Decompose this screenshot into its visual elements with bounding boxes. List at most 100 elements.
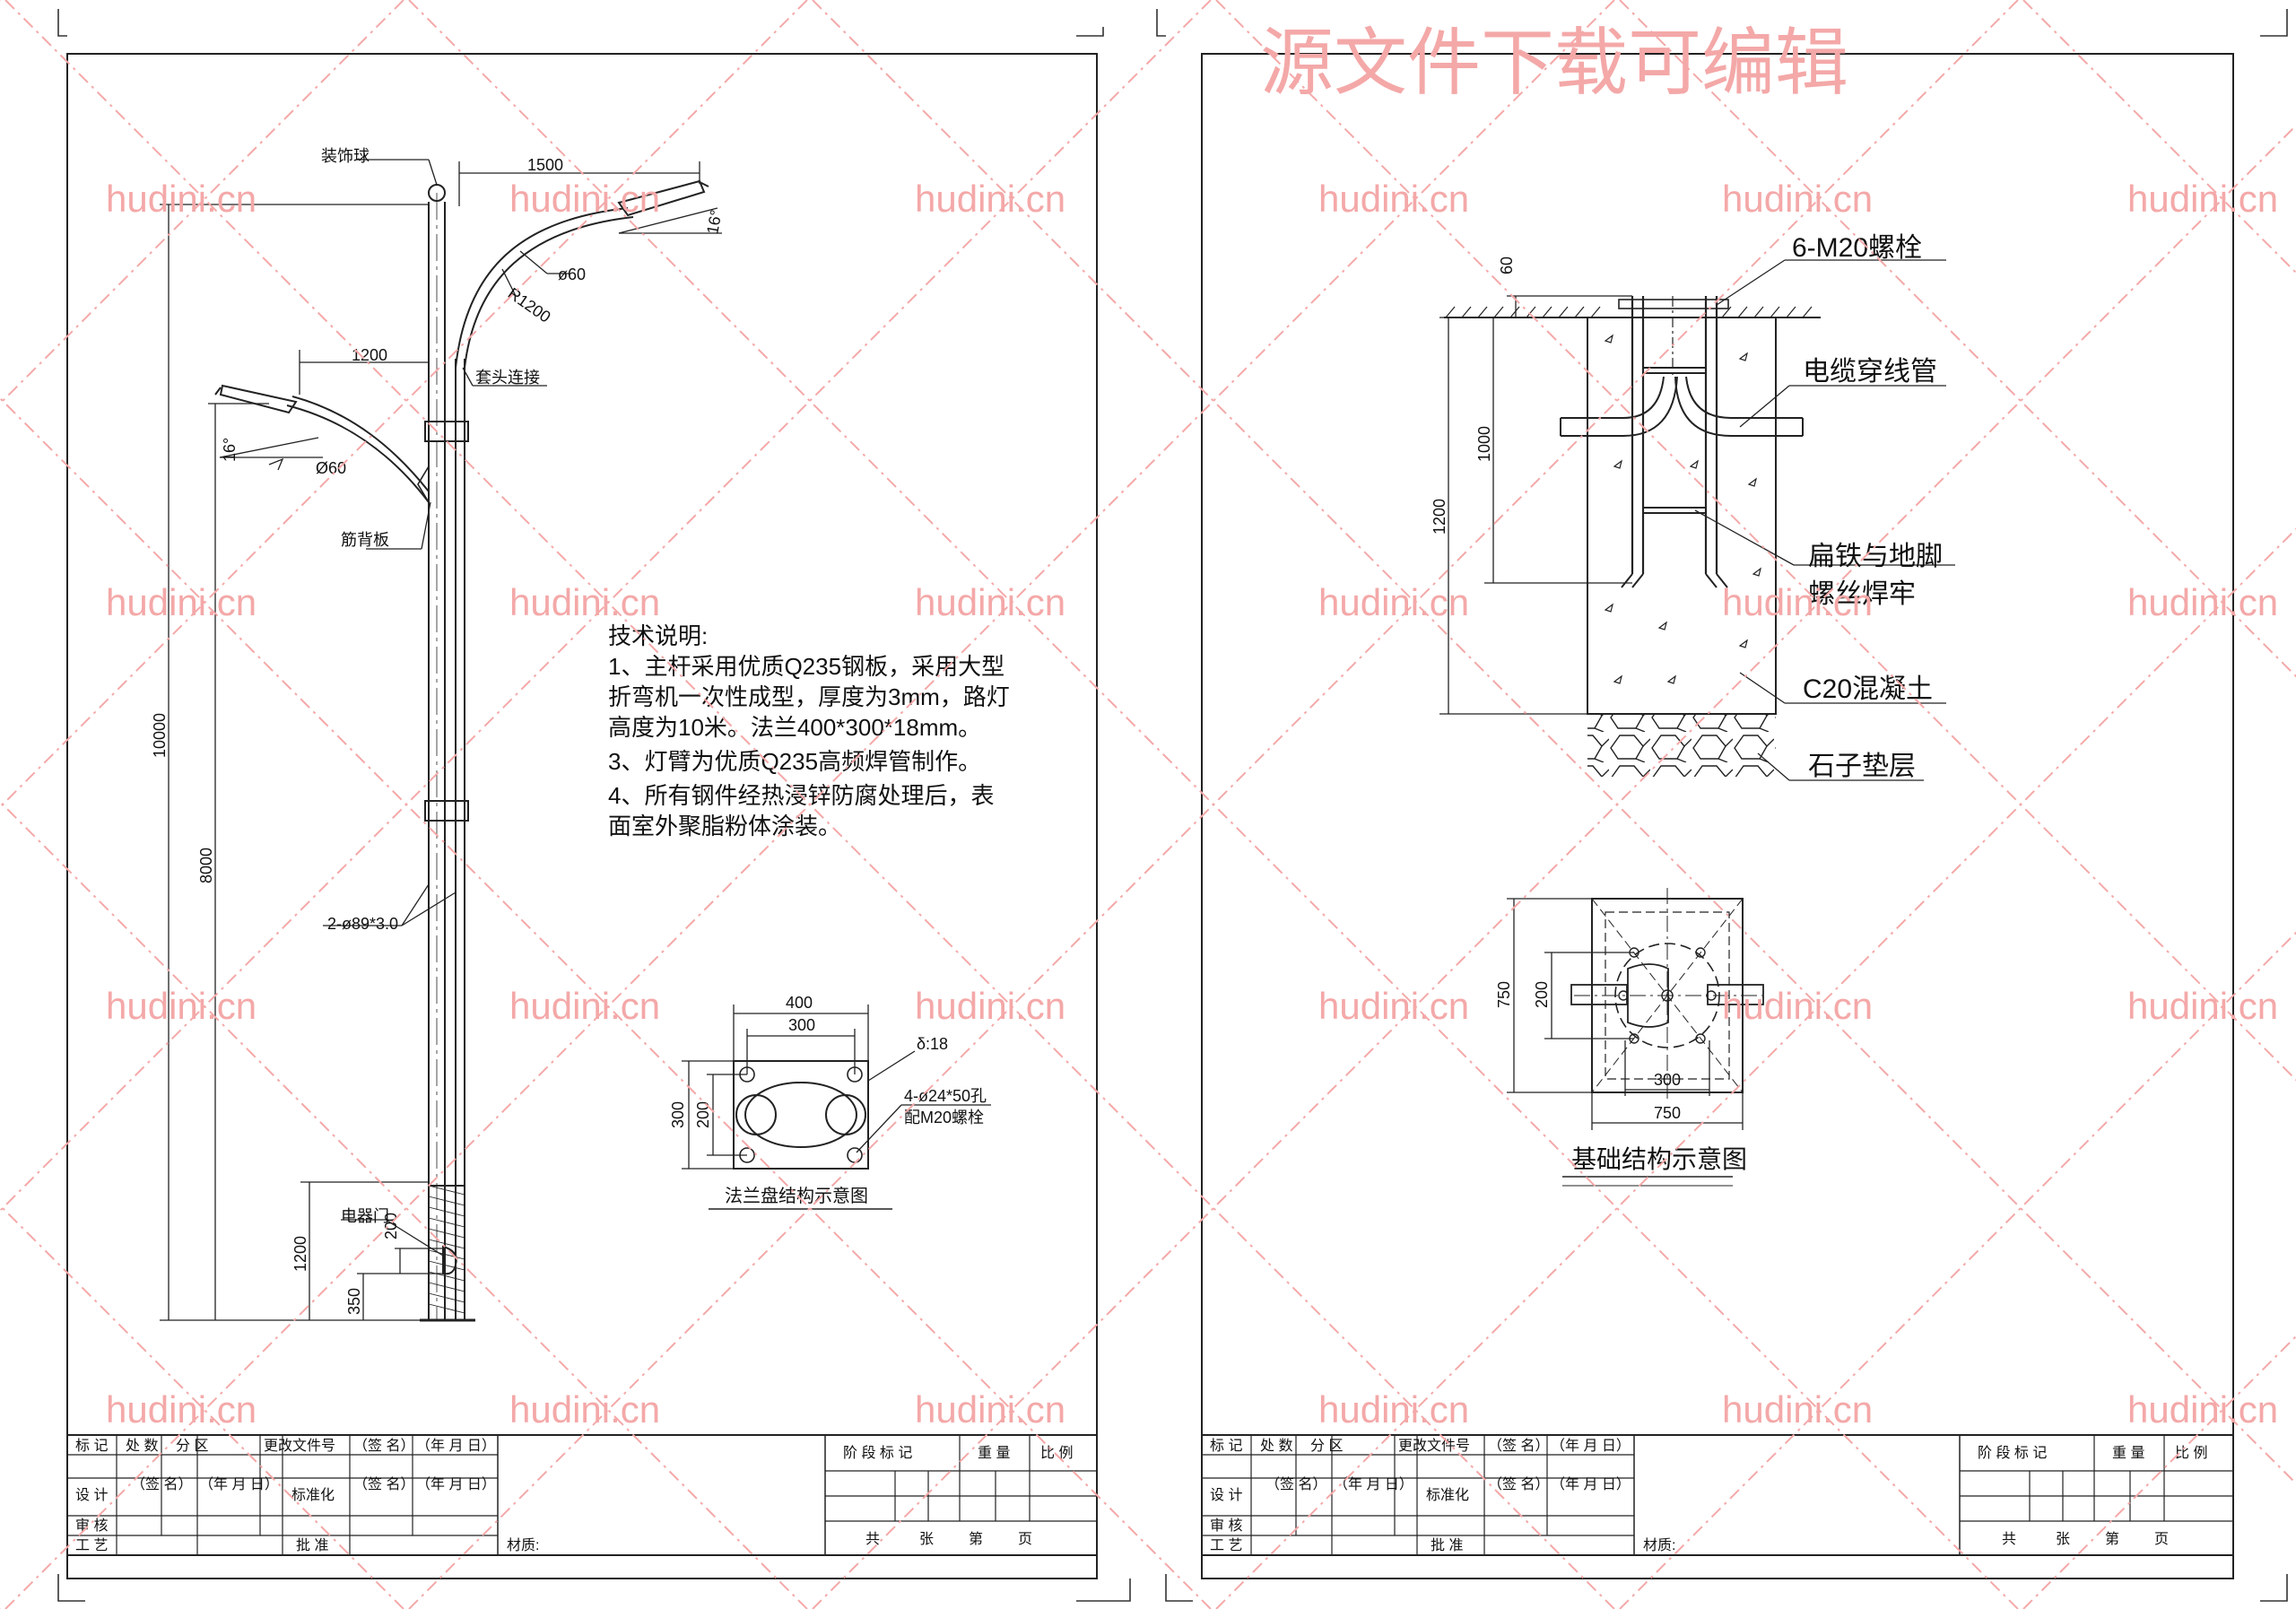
watermark-diagonal	[0, 0, 1212, 1213]
watermark-text: hudini.cn	[1318, 985, 1469, 1027]
tb-date: （年 月 日）	[416, 1438, 496, 1454]
right-title-block-text: 标 记 处 数 分 区 更改文件号 （签 名） （年 月 日） 设 计 （签 名…	[1210, 1438, 2207, 1553]
height-8000-label: 8000	[197, 848, 215, 883]
right-sheet-frame	[1201, 53, 2234, 1579]
tb-sign: （签 名）	[353, 1438, 414, 1454]
flange-dim-300-left: 300	[669, 1101, 687, 1128]
upper-arm	[455, 207, 629, 369]
foundation-plan	[1507, 888, 1764, 1187]
rtb-design-date: （年 月 日）	[1334, 1476, 1413, 1492]
foundation-section-annotations: 6-M20螺栓 电缆穿线管 扁铁与地脚 螺丝焊牢 C20混凝土 石子垫层 60 …	[1431, 233, 1943, 781]
tb-approve: 批 准	[296, 1537, 328, 1553]
watermark-diagonal	[408, 0, 2019, 1609]
upper-pipe-diameter: ø60	[558, 265, 586, 283]
notes-line-4: 3、灯臂为优质Q235高频焊管制作。	[608, 748, 981, 775]
dim-1000-label: 1000	[1475, 426, 1493, 462]
rtb-process: 工 艺	[1210, 1537, 1242, 1553]
watermark-diagonal	[4, 0, 1615, 1609]
right-sheet-corner-marks	[1156, 9, 2288, 1602]
tb-design: 设 计	[75, 1487, 108, 1503]
flange-bolt-spec: 配M20螺栓	[904, 1109, 984, 1126]
tb-mark: 标 记	[75, 1438, 108, 1454]
notes-line-6: 面室外聚脂粉体涂装。	[608, 813, 841, 839]
flange-hole-spec: 4-ø24*50孔	[904, 1087, 987, 1105]
watermark-text: hudini.cn	[106, 178, 257, 220]
tb-total: 共	[865, 1531, 880, 1547]
rtb-review: 审 核	[1210, 1518, 1242, 1534]
watermark-text: hudini.cn	[915, 1388, 1065, 1431]
plan-caption: 基础结构示意图	[1571, 1145, 1747, 1173]
tb-sheets: 张	[919, 1531, 934, 1547]
watermark-text: hudini.cn	[1318, 1388, 1469, 1431]
pipe-spec-label: 2-ø89*3.0	[327, 915, 398, 933]
flange-thickness: δ:18	[917, 1035, 948, 1053]
door-label: 电器门	[341, 1207, 389, 1225]
electrical-door	[442, 1245, 457, 1275]
plan-dim-200: 200	[1533, 981, 1551, 1008]
upper-arm-length: 1500	[527, 156, 563, 174]
sleeve-joint-label: 套头连接	[475, 369, 540, 387]
rtb-material: 材质:	[1643, 1537, 1675, 1553]
watermark-diagonal	[1619, 931, 2296, 1609]
upper-arm-angle: 16°	[703, 208, 725, 235]
base-height-label: 1200	[291, 1236, 309, 1272]
watermark-text: hudini.cn	[915, 581, 1065, 623]
notes-line-3: 高度为10米。法兰400*300*18mm。	[608, 714, 981, 741]
watermark-text: hudini.cn	[509, 1388, 660, 1431]
rtb-count: 处 数	[1260, 1438, 1292, 1454]
flange-diagram	[682, 1005, 991, 1210]
watermark-text: hudini.cn	[1722, 985, 1873, 1027]
foundation-plan-annotations: 750 200 300 750 基础结构示意图	[1495, 981, 1747, 1173]
watermark-diagonal	[1619, 0, 2296, 678]
rtb-page: 页	[2154, 1532, 2169, 1547]
watermark-text: hudini.cn	[1722, 1388, 1873, 1431]
rtb-approve: 批 准	[1431, 1537, 1463, 1553]
pole-annotations: 装饰球 1500 16° ø60 R1200 套头连接 1200 16° Ø60…	[151, 147, 726, 1315]
watermark-diagonal	[1215, 527, 2296, 1609]
rtb-standard: 标准化	[1426, 1487, 1469, 1503]
watermark-text: hudini.cn	[2127, 985, 2278, 1027]
watermark-diagonal	[1215, 0, 2296, 1082]
pole-dimensions	[160, 159, 722, 1321]
watermark-text: hudini.cn	[106, 1388, 257, 1431]
watermark-diagonal	[2022, 0, 2296, 274]
left-title-block-text: 标 记 处 数 分 区 更改文件号 （签 名） （年 月 日） 设 计 （签 名…	[75, 1438, 1073, 1553]
sleeve-lower	[424, 800, 469, 822]
rtb-weight: 重 量	[2112, 1445, 2144, 1461]
notes-line-1: 1、主杆采用优质Q235钢板，采用大型	[608, 653, 1004, 680]
lower-arm-angle: 16°	[221, 438, 239, 462]
rtb-mark: 标 记	[1210, 1438, 1242, 1454]
total-height-label: 10000	[151, 713, 169, 758]
lower-arm	[286, 404, 430, 503]
flat-iron-label-2: 螺丝焊牢	[1808, 579, 1916, 609]
tb-scale: 比 例	[1040, 1445, 1073, 1461]
tb-review: 审 核	[75, 1518, 108, 1534]
watermark-diagonal	[0, 0, 404, 405]
watermark-text: hudini.cn	[1318, 178, 1469, 220]
tb-design-sign: （签 名）	[131, 1476, 192, 1492]
watermark-text: hudini.cn	[106, 581, 257, 623]
watermark-text: hudini.cn	[915, 985, 1065, 1027]
concrete-label: C20混凝土	[1803, 674, 1933, 704]
right-title-block	[1201, 1434, 2234, 1556]
flange-annotations: 400 300 δ:18 4-ø24*50孔 配M20螺栓 300 200 法兰…	[669, 994, 987, 1206]
watermark-diagonal	[812, 0, 2296, 1485]
lower-luminaire	[219, 384, 298, 414]
plan-dim-300: 300	[1654, 1071, 1681, 1089]
rtb-sign: （签 名）	[1488, 1438, 1549, 1454]
watermark-diagonal	[0, 396, 1212, 1609]
tb-stage: 阶 段 标 记	[843, 1445, 912, 1461]
rtb-change-doc: 更改文件号	[1398, 1438, 1470, 1454]
rtb-design-sign: （签 名）	[1265, 1476, 1326, 1492]
watermark-diagonal	[0, 0, 808, 809]
rtb-std-date: （年 月 日）	[1551, 1476, 1631, 1492]
upper-luminaire	[617, 179, 706, 217]
technical-notes: 技术说明: 1、主杆采用优质Q235钢板，采用大型 折弯机一次性成型，厚度为3m…	[608, 622, 1010, 839]
cable-pipe-label: 电缆穿线管	[1803, 357, 1937, 387]
lower-pipe-diameter: Ø60	[316, 459, 346, 477]
tb-change-doc: 更改文件号	[264, 1438, 335, 1454]
rtb-design: 设 计	[1210, 1487, 1242, 1503]
arm-radius: R1200	[505, 284, 554, 326]
